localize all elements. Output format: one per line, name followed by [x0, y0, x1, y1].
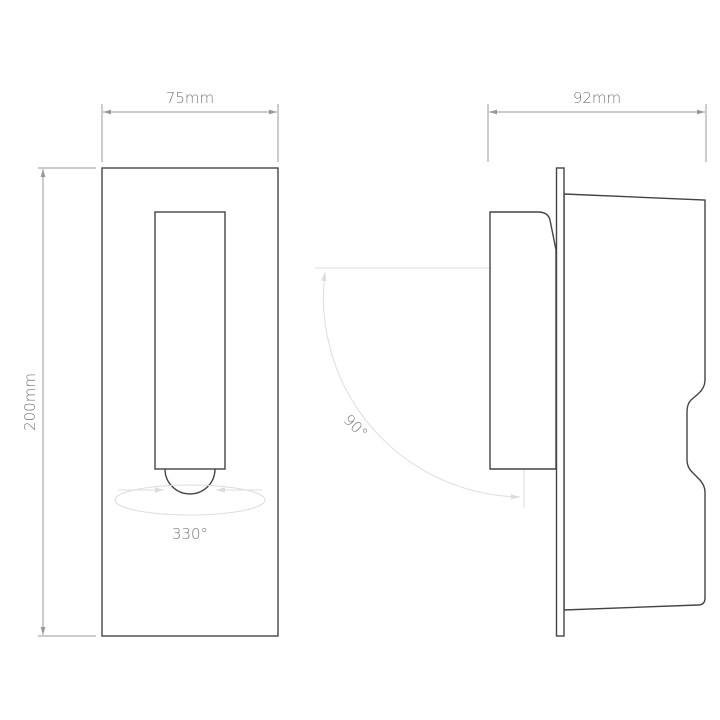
depth-dimension: 92mm [487, 89, 707, 162]
side-plate [555, 167, 565, 637]
height-label: 200mm [21, 373, 39, 431]
width-label: 75mm [166, 89, 214, 107]
housing-body [563, 193, 706, 611]
tilt-arc [321, 271, 521, 500]
rotation-ellipse [114, 484, 266, 516]
depth-label: 92mm [573, 89, 621, 107]
side-view [489, 167, 706, 637]
width-dimension: 75mm [101, 89, 279, 162]
front-view: 330° [101, 167, 279, 637]
side-lamp-head [489, 211, 557, 470]
rotation-angle-label: 330° [172, 525, 208, 543]
reading-arm [154, 211, 226, 470]
height-dimension: 200mm [21, 167, 96, 637]
lamp-head [164, 468, 216, 495]
tilt-angle-label: 90° [340, 411, 372, 443]
